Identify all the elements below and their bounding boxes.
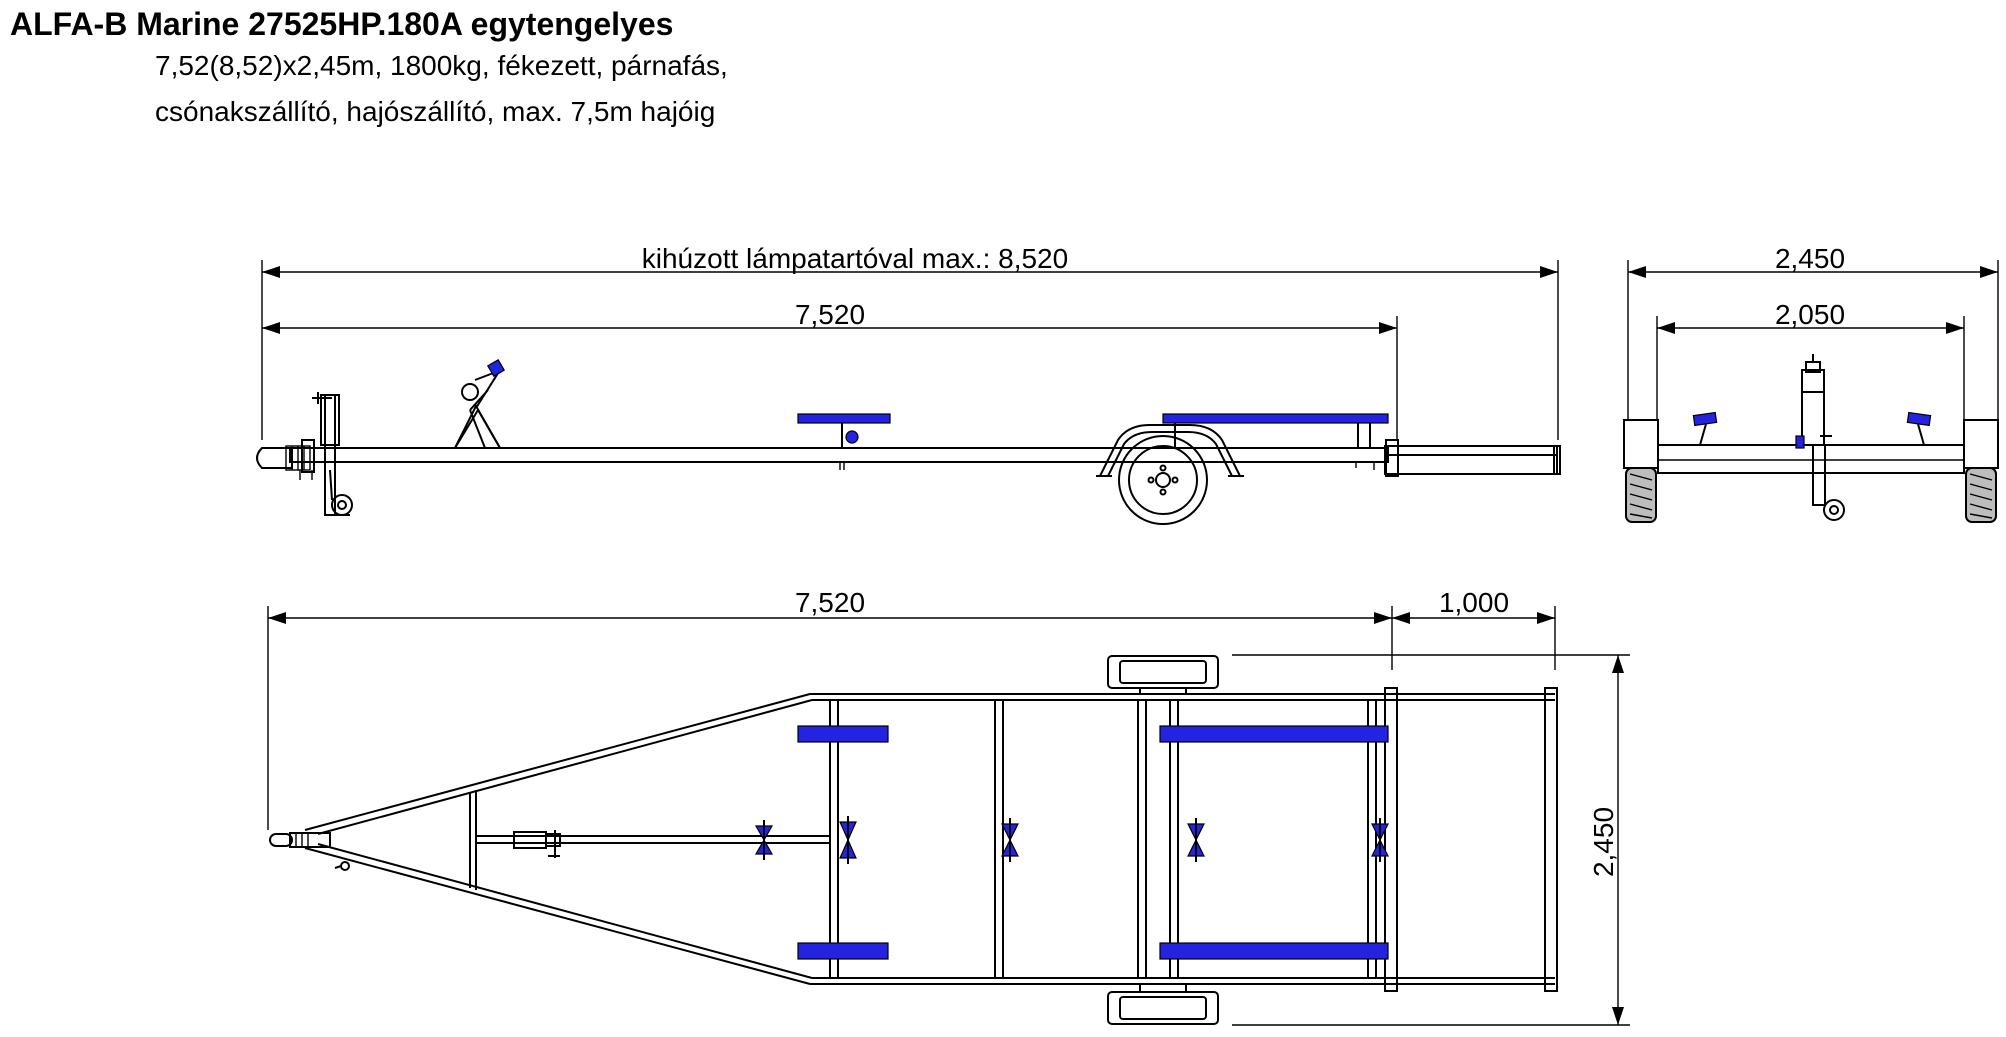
front-pad-left: [1692, 411, 1718, 446]
top-pad-front-left: [797, 725, 889, 743]
subtitle-line-1: 7,52(8,52)x2,45m, 1800kg, fékezett, párn…: [155, 50, 728, 81]
side-view: kihúzott lámpatartóval max.: 8,520 7,520: [256, 243, 1561, 525]
top-keel-roller-1: [754, 820, 774, 860]
dim-front-width-label: 2,450: [1775, 243, 1845, 274]
front-pad-right: [1906, 411, 1932, 446]
side-wheel-assembly: [1096, 424, 1244, 525]
side-coupling: [256, 439, 315, 480]
subtitle-line-2: csónakszállító, hajószállító, max. 7,5m …: [155, 96, 716, 127]
dim-side-total: kihúzott lámpatartóval max.: 8,520: [261, 243, 1559, 440]
top-keel-roller-4: [1187, 818, 1205, 862]
dim-front-track: 2,050: [1656, 299, 1965, 420]
dim-top-width: 2,450: [1232, 654, 1630, 1026]
dim-top-extension-label: 1,000: [1439, 587, 1509, 618]
dim-top-length: 7,520: [267, 587, 1393, 830]
dim-side-length: 7,520: [262, 299, 1398, 440]
side-pad-rear: [1162, 413, 1389, 470]
top-winch: [513, 830, 561, 858]
top-view: 7,520 1,000 2,450: [267, 587, 1630, 1026]
top-pad-front-right: [797, 942, 889, 960]
side-frame: [289, 439, 1561, 477]
top-pad-rear-left: [1159, 725, 1389, 743]
top-pad-rear-right: [1159, 942, 1389, 960]
front-center-post: [1795, 354, 1845, 521]
side-jockey-wheel: [312, 392, 353, 516]
dim-side-length-label: 7,520: [795, 299, 865, 330]
top-wheel-right: [1107, 983, 1219, 1025]
page-title: ALFA-B Marine 27525HP.180A egytengelyes: [10, 6, 674, 42]
dim-side-total-label: kihúzott lámpatartóval max.: 8,520: [642, 243, 1068, 274]
front-wheel-right: [1963, 419, 1999, 523]
dim-top-length-label: 7,520: [795, 587, 865, 618]
top-keel-roller-3: [1001, 818, 1019, 862]
top-a-frame: [304, 693, 830, 985]
side-pad-middle: [797, 413, 891, 470]
dim-top-extension: 1,000: [1392, 587, 1556, 670]
front-view: 2,450 2,050: [1623, 243, 1999, 523]
dim-top-width-label: 2,450: [1588, 807, 1619, 877]
dim-front-width: 2,450: [1627, 243, 1999, 420]
top-coupling: [269, 832, 350, 871]
top-keel-roller-5: [1371, 818, 1389, 862]
front-crossbeam: [1657, 444, 1965, 474]
side-bow-support: [454, 358, 506, 449]
top-keel-roller-2: [839, 816, 857, 864]
front-wheel-left: [1623, 419, 1659, 523]
top-wheel-left: [1107, 655, 1219, 695]
dim-front-track-label: 2,050: [1775, 299, 1845, 330]
